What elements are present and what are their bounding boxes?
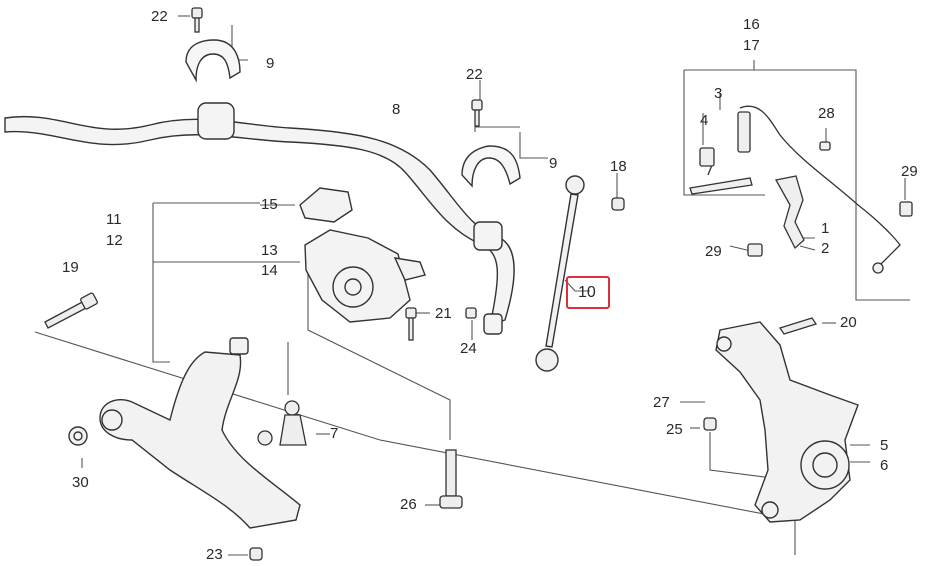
callout-10-highlighted: 10 (578, 284, 596, 301)
callout-29-left: 29 (705, 243, 722, 260)
callout-22-top: 22 (151, 8, 168, 25)
callout-9-mid: 9 (549, 155, 558, 172)
callout-23: 23 (206, 546, 223, 563)
callout-2: 2 (821, 240, 830, 257)
callout-21: 21 (435, 305, 452, 322)
callout-8: 8 (392, 101, 401, 118)
callout-26: 26 (400, 496, 417, 513)
callout-24: 24 (460, 340, 477, 357)
callout-15: 15 (261, 196, 278, 213)
callout-13: 13 (261, 242, 278, 259)
highlighted-part-box (566, 276, 610, 309)
callout-29-right: 29 (901, 163, 918, 180)
callout-30: 30 (72, 474, 89, 491)
callout-25: 25 (666, 421, 683, 438)
callout-14: 14 (261, 262, 278, 279)
callout-28: 28 (818, 105, 835, 122)
callout-6: 6 (880, 457, 889, 474)
callout-9-top: 9 (266, 55, 275, 72)
callout-7: 7 (330, 425, 339, 442)
callout-4: 4 (700, 112, 709, 129)
callout-17: 17 (743, 37, 760, 54)
callout-12: 12 (106, 232, 123, 249)
callout-27: 27 (653, 394, 670, 411)
callout-18: 18 (610, 158, 627, 175)
callout-19: 19 (62, 259, 79, 276)
callout-20: 20 (840, 314, 857, 331)
callout-3: 3 (714, 85, 723, 102)
callout-16: 16 (743, 16, 760, 33)
callout-5: 5 (880, 437, 889, 454)
callout-11: 11 (106, 211, 122, 228)
callout-1: 1 (821, 220, 830, 237)
callout-22-mid: 22 (466, 66, 483, 83)
